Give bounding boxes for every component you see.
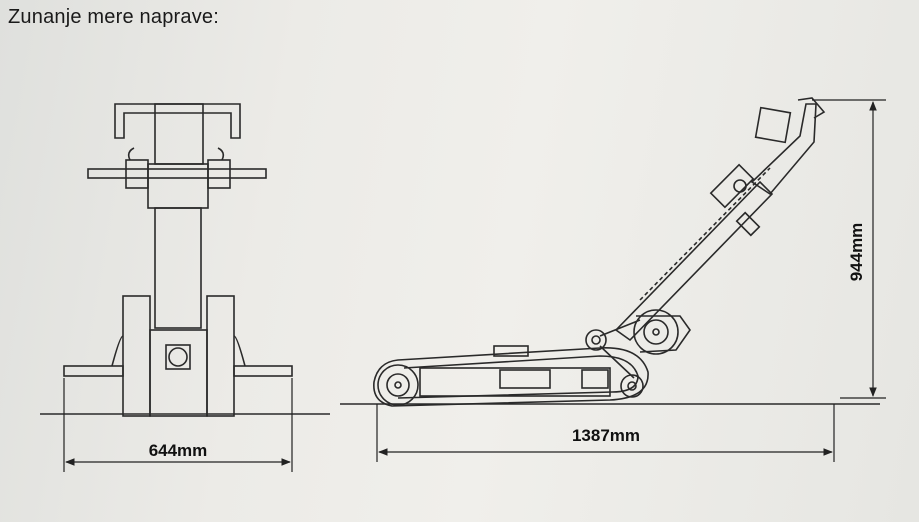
side-top-block [493, 345, 529, 357]
dimension-height: 944mm [812, 99, 886, 399]
front-foot-left [63, 365, 124, 377]
page-heading: Zunanje mere naprave: [8, 6, 219, 28]
front-column-head [147, 163, 209, 209]
side-clamp [709, 163, 755, 209]
side-upper-handle [750, 103, 817, 196]
front-base-left [122, 295, 151, 417]
front-base-center [149, 329, 208, 417]
front-base-right [206, 295, 235, 417]
side-front-wheel [377, 364, 419, 406]
front-view [40, 103, 330, 417]
front-side-bar [87, 168, 267, 179]
side-track [373, 347, 649, 407]
front-handle [114, 103, 241, 139]
dimension-height-label: 944mm [847, 223, 866, 282]
side-handle-grip [754, 106, 792, 144]
dimension-width: 644mm [63, 378, 293, 472]
side-view [340, 97, 880, 407]
side-link-wheel [585, 329, 607, 351]
side-mast [614, 180, 774, 342]
side-rear-wheel [620, 374, 644, 398]
front-clamp-right [207, 159, 231, 189]
front-clamp-left [125, 159, 149, 189]
dimension-length-label: 1387mm [572, 426, 640, 445]
front-foot-right [233, 365, 293, 377]
side-upper-wheel [633, 309, 679, 355]
side-motor-housing [419, 367, 611, 397]
front-main-column [154, 207, 202, 329]
dimension-length: 1387mm [376, 404, 835, 462]
dimension-width-label: 644mm [149, 441, 208, 460]
front-wheel-hub [168, 347, 188, 367]
